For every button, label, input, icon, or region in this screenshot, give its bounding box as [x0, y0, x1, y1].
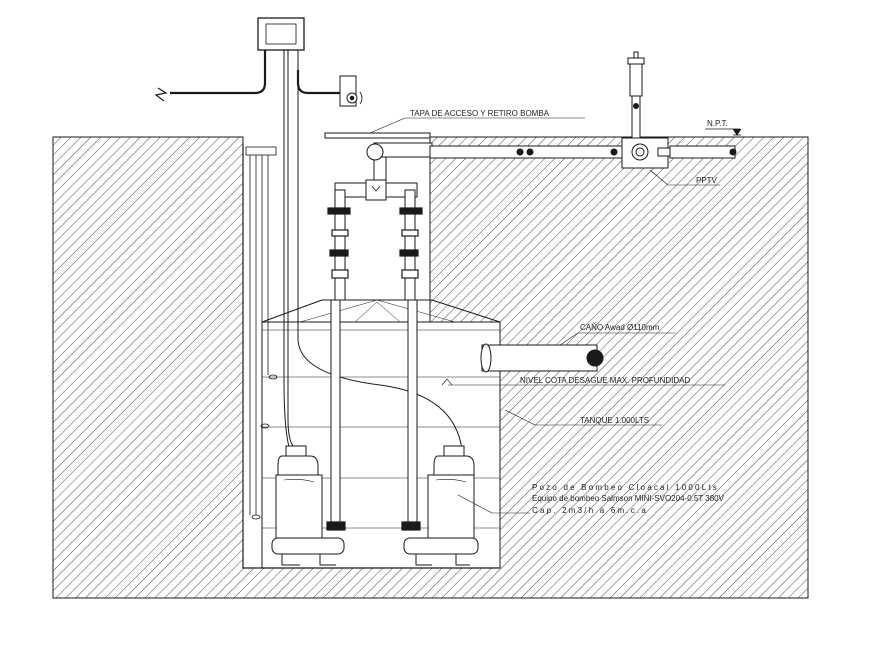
label-cano: CAÑO Awad Ø110mm: [580, 323, 660, 332]
label-equipo: Equipo de bombeo Salmson MINI-SVO204-0.5…: [532, 494, 725, 503]
alarm-cable: [296, 70, 340, 95]
electric-supply-icon: [154, 87, 168, 102]
alarm-bell-icon: [339, 75, 363, 107]
control-panel: [257, 17, 305, 145]
pump-right: [403, 445, 479, 566]
npt-marker: [705, 128, 742, 136]
access-cover: [324, 132, 431, 139]
label-tanque: TANQUE 1.000LTS: [580, 416, 649, 425]
inlet-pipe: [480, 343, 604, 373]
label-pozo: Pozo de Bombeo Cloacal 1000Lts: [532, 483, 719, 492]
pptv-box: [621, 51, 671, 169]
pump-left: [271, 445, 345, 566]
level-marker: [441, 378, 725, 386]
supply-cable: [170, 50, 267, 95]
label-nivel: NIVEL COTA DESAGUE MAX. PROFUNDIDAD: [520, 376, 690, 385]
label-pptv: PPTV: [696, 176, 718, 185]
label-cap: Cap. 2m3/h a 6m.c.a: [532, 506, 648, 515]
label-tapa: TAPA DE ACCESO Y RETIRO BOMBA: [410, 109, 550, 118]
discharge-piping: [326, 142, 737, 531]
float-switch-cables: [245, 146, 278, 520]
label-npt: N.P.T.: [707, 119, 728, 128]
